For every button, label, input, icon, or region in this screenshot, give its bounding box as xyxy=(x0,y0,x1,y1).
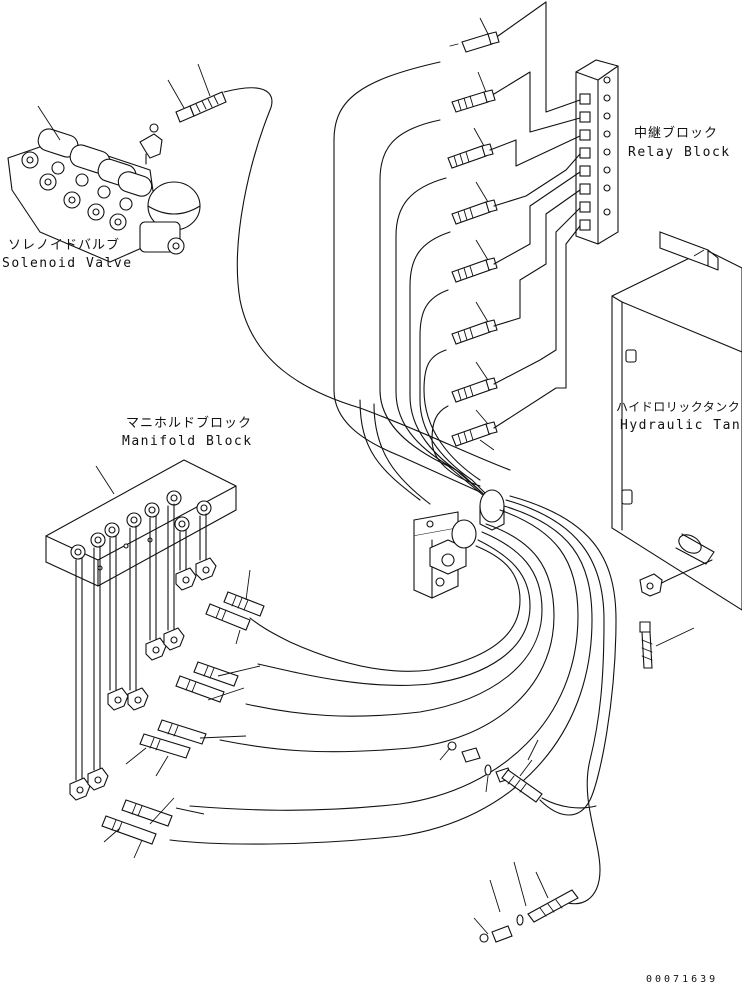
drawing-code: 00071639 xyxy=(646,974,719,985)
solenoid-return-hose xyxy=(223,87,511,471)
relay-block-label-en: Relay Block xyxy=(628,145,731,160)
relay-connection-hoses xyxy=(489,1,581,429)
lower-fittings xyxy=(439,741,597,943)
tank-return-fitting xyxy=(639,559,713,669)
manifold-block-label-jp: マニホルドブロック xyxy=(126,416,253,431)
manifold-hose-fittings xyxy=(101,569,265,859)
hydraulic-tank-label-jp: ハイドロリックタンク xyxy=(616,400,741,414)
solenoid-hose-fitting xyxy=(167,63,227,123)
relay-block-label-jp: 中継ブロック xyxy=(634,126,719,141)
solenoid-valve-label-en: Solenoid Valve xyxy=(2,256,133,271)
solenoid-valve-assembly xyxy=(7,105,201,263)
hydraulic-tank-label-en: Hydraulic Tank xyxy=(620,418,742,433)
hydraulic-tank xyxy=(611,231,742,611)
relay-hose-fittings xyxy=(447,17,500,451)
hose-clamps-bracket xyxy=(413,489,505,599)
solenoid-valve-label-jp: ソレノイドバルブ xyxy=(8,238,121,253)
manifold-block-label-en: Manifold Block xyxy=(122,434,253,449)
manifold-tubes xyxy=(69,503,217,801)
hose-bundle xyxy=(333,61,497,505)
leader-line xyxy=(527,739,539,761)
relay-block xyxy=(575,59,619,245)
manifold-hoses xyxy=(169,495,617,905)
